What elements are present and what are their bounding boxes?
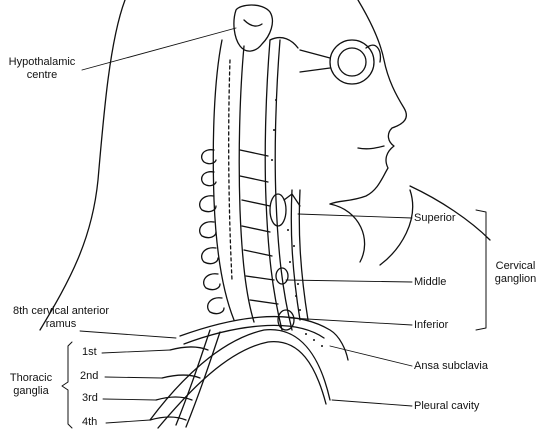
- label-eighth-line2: ramus: [0, 318, 122, 331]
- leader-second: [105, 377, 162, 378]
- leader-middle: [286, 280, 412, 282]
- neck-front-outline: [380, 190, 413, 265]
- leader-pleural: [332, 400, 412, 406]
- label-thoracic-ganglia: Thoracic ganglia: [2, 372, 60, 398]
- leader-third: [103, 399, 156, 400]
- leader-first: [102, 350, 170, 353]
- leader-hypothalamic: [82, 28, 236, 70]
- label-ansa-subclavia: Ansa subclavia: [414, 360, 488, 373]
- spinal-cord: [213, 40, 234, 320]
- sympathetic-trunk: [265, 40, 282, 330]
- thoracic-bracket: [62, 342, 72, 428]
- label-inferior: Inferior: [414, 319, 448, 332]
- label-4th: 4th: [82, 416, 97, 429]
- stipple-texture: [271, 99, 323, 347]
- head-back-outline: [40, 0, 125, 330]
- label-1st: 1st: [82, 346, 97, 359]
- label-hypothalamic-line2: centre: [2, 69, 82, 82]
- label-superior: Superior: [414, 212, 456, 225]
- label-middle: Middle: [414, 276, 446, 289]
- label-cervical-line1: Cervical: [488, 260, 543, 273]
- label-2nd: 2nd: [80, 370, 98, 383]
- label-cervical-line2: ganglion: [488, 273, 543, 286]
- mouth-line: [358, 146, 384, 149]
- label-hypothalamic-line1: Hypothalamic: [2, 56, 82, 69]
- subclavian-arch: [180, 317, 348, 360]
- label-eighth-line1: 8th cervical anterior: [0, 305, 122, 318]
- leader-eighth: [80, 331, 176, 338]
- leader-inferior: [290, 318, 412, 325]
- face-profile-outline: [330, 0, 406, 204]
- label-8th-cervical-ramus: 8th cervical anterior ramus: [0, 305, 122, 331]
- label-cervical-ganglion: Cervical ganglion: [488, 260, 543, 286]
- label-thoracic-line2: ganglia: [2, 385, 60, 398]
- label-thoracic-line1: Thoracic: [2, 372, 60, 385]
- label-3rd: 3rd: [82, 392, 98, 405]
- label-pleural-cavity: Pleural cavity: [414, 400, 479, 413]
- jaw-outline: [330, 204, 365, 262]
- superior-ganglion: [270, 194, 286, 226]
- leader-fourth: [106, 420, 150, 423]
- hypothalamus: [234, 5, 273, 51]
- leader-ansa: [330, 346, 412, 366]
- label-hypothalamic-centre: Hypothalamic centre: [2, 56, 82, 82]
- carotid-artery: [291, 190, 300, 320]
